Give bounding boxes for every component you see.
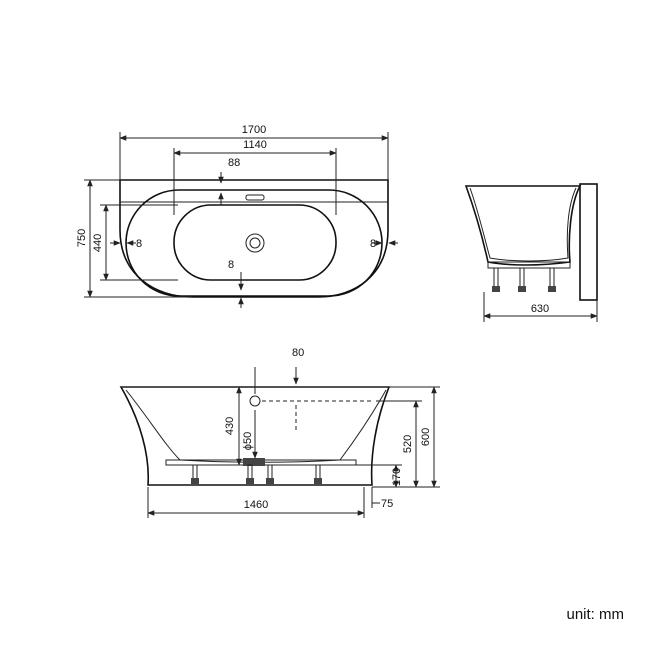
dim-1700-label: 1700 bbox=[242, 124, 266, 136]
side-tub-inner bbox=[469, 187, 577, 262]
front-foot-1 bbox=[191, 478, 199, 484]
dim-80-label: 80 bbox=[292, 347, 304, 359]
dim-520-label: 520 bbox=[402, 435, 414, 453]
overflow-hole-icon bbox=[249, 395, 261, 407]
side-foot-1 bbox=[492, 286, 500, 292]
dim-75-label: 75 bbox=[381, 498, 393, 510]
unit-label: unit: mm bbox=[566, 606, 624, 623]
dim-630-label: 630 bbox=[531, 303, 549, 315]
front-foot-2 bbox=[246, 478, 254, 484]
front-foot-4 bbox=[314, 478, 322, 484]
dim-170-label: 170 bbox=[391, 468, 403, 486]
side-tub-body bbox=[464, 185, 582, 266]
wall-block bbox=[579, 183, 598, 301]
dim-left-8-label: 8 bbox=[136, 238, 142, 250]
dim-right-8-label: 8 bbox=[370, 238, 376, 250]
overflow-slot bbox=[245, 194, 265, 201]
side-foot-3 bbox=[548, 286, 556, 292]
dim-430-label: 430 bbox=[224, 417, 236, 435]
dim-600-label: 600 bbox=[420, 428, 432, 446]
side-base-frame bbox=[487, 261, 571, 269]
top-view: 1700 1140 88 750 440 8 8 8 bbox=[76, 124, 398, 308]
drain-outer-icon bbox=[245, 233, 265, 253]
dim-440-label: 440 bbox=[92, 234, 104, 252]
dim-bottom-8-label: 8 bbox=[228, 259, 234, 271]
dim-88-label: 88 bbox=[228, 157, 240, 169]
tub-outer-outline bbox=[119, 179, 389, 298]
side-view: 630 bbox=[464, 183, 598, 322]
front-tub-outer bbox=[119, 386, 391, 486]
front-drain-assembly bbox=[243, 458, 265, 466]
dim-1460-label: 1460 bbox=[244, 499, 268, 511]
drain-inner-icon bbox=[249, 237, 261, 249]
front-view: 80 430 ϕ50 600 520 170 75 1460 bbox=[119, 347, 440, 518]
dim-750-label: 750 bbox=[76, 229, 88, 247]
side-foot-2 bbox=[518, 286, 526, 292]
tub-inner-basin bbox=[173, 204, 337, 281]
dim-phi50-label: ϕ50 bbox=[242, 432, 254, 450]
front-foot-3 bbox=[266, 478, 274, 484]
dim-1140-label: 1140 bbox=[243, 139, 267, 151]
